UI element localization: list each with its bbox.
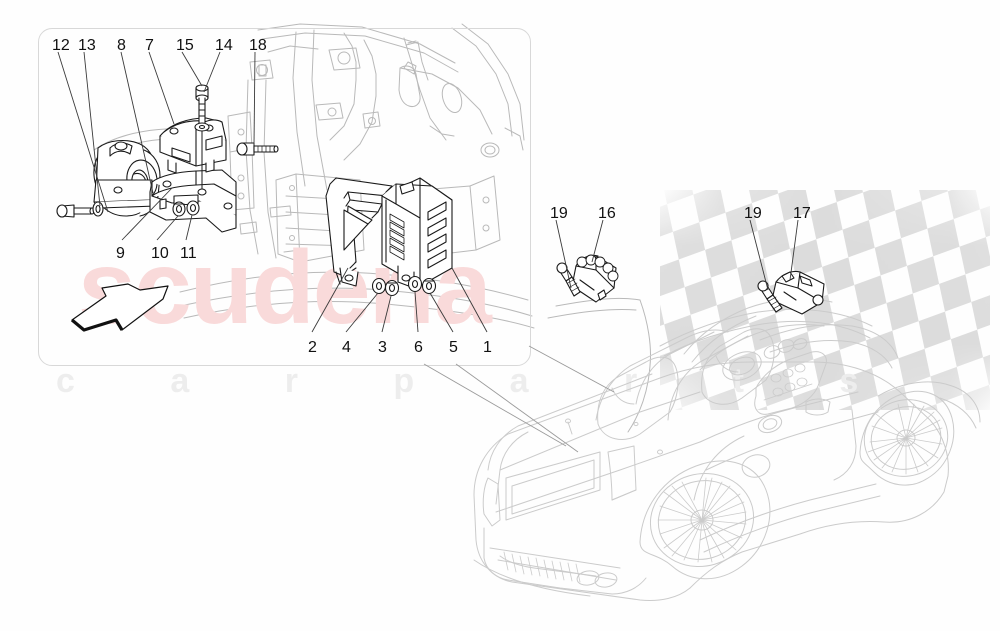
leader-7 <box>148 51 175 125</box>
leader-2 <box>311 267 349 333</box>
callout-number-10: 10 <box>151 245 169 262</box>
leader-14 <box>203 51 221 93</box>
callout-number-4: 4 <box>342 339 351 356</box>
leader-10 <box>156 215 179 241</box>
part-washer-6 <box>407 275 423 293</box>
part-washer-11 <box>186 200 200 216</box>
connector-panel-edge <box>528 345 615 393</box>
callout-number-15: 15 <box>176 37 194 54</box>
leader-17 <box>789 219 799 281</box>
callout-number-17: 17 <box>793 205 811 222</box>
part-ecu-module <box>381 177 453 289</box>
callout-number-9: 9 <box>116 245 125 262</box>
leader-12 <box>57 51 109 213</box>
connector-left <box>423 363 567 447</box>
leader-11 <box>185 214 193 241</box>
callout-number-8: 8 <box>117 37 126 54</box>
part-washer-13 <box>92 201 104 217</box>
leader-1 <box>451 267 488 333</box>
leader-3 <box>381 295 392 333</box>
callout-number-6: 6 <box>414 339 423 356</box>
callout-number-3: 3 <box>378 339 387 356</box>
leader-18 <box>253 51 256 146</box>
part-bolt-12 <box>56 204 95 218</box>
leader-19-left <box>555 219 572 289</box>
part-relay-module <box>159 117 227 174</box>
leader-16 <box>591 219 604 263</box>
leader-6 <box>414 291 419 333</box>
callout-number-12: 12 <box>52 37 70 54</box>
part-screw-18 <box>236 142 279 156</box>
part-sensor-module <box>571 254 619 303</box>
part-nut-3 <box>384 279 400 297</box>
part-nut-10 <box>172 201 186 217</box>
callout-number-18: 18 <box>249 37 267 54</box>
leader-9 <box>121 187 173 241</box>
callout-number-13: 13 <box>78 37 96 54</box>
callout-number-1: 1 <box>483 339 492 356</box>
part-nut-5 <box>421 277 437 295</box>
part-bolt-14 <box>195 84 209 127</box>
callout-number-2: 2 <box>308 339 317 356</box>
connector-right <box>455 363 579 453</box>
part-screw-19-right <box>757 280 783 313</box>
leader-15 <box>181 51 203 87</box>
callout-number-11: 11 <box>180 245 197 262</box>
callout-number-14: 14 <box>215 37 233 54</box>
leader-8 <box>120 51 154 194</box>
leader-5 <box>429 292 454 333</box>
watermark-car-parts: c a r p a r t s <box>56 362 902 400</box>
callout-number-16: 16 <box>598 205 616 222</box>
leader-13 <box>83 51 101 207</box>
leader-19-right <box>749 219 769 291</box>
part-washer-4 <box>371 277 387 295</box>
callout-number-7: 7 <box>145 37 154 54</box>
callout-number-5: 5 <box>449 339 458 356</box>
callout-number-19a: 19 <box>550 205 568 222</box>
leader-4 <box>345 292 379 333</box>
part-actuator-module <box>771 270 825 315</box>
callout-number-19b: 19 <box>744 205 762 222</box>
part-ecu-bracket <box>325 177 393 287</box>
